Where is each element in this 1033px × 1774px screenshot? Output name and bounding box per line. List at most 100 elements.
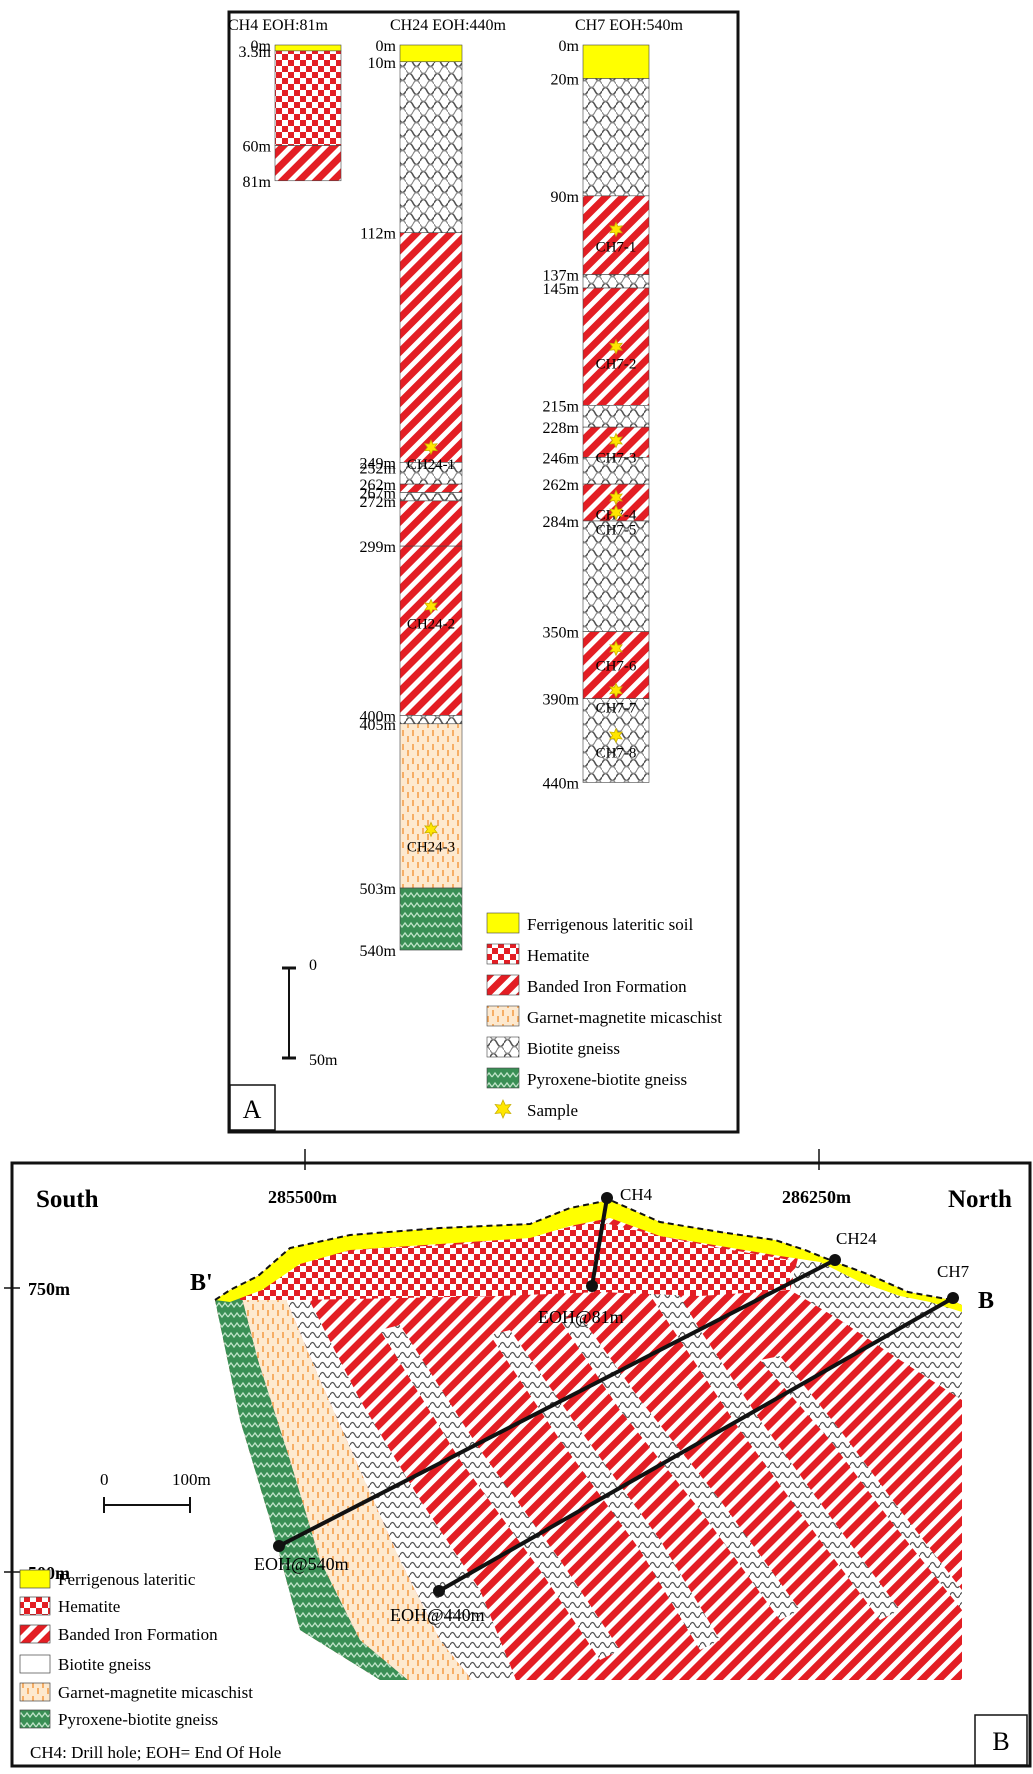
legend-b-label-hematite: Hematite bbox=[58, 1597, 120, 1616]
ch7-depth-label: 0m bbox=[559, 38, 580, 55]
ch7-sample-label: CH7-2 bbox=[596, 357, 637, 373]
ch7-sample-label: CH7-1 bbox=[596, 239, 637, 255]
ch7-depth-label: 215m bbox=[543, 398, 580, 415]
elev-label-1: 750m bbox=[28, 1279, 70, 1299]
ch7-interval-biotite bbox=[582, 456, 650, 485]
legend-b-label-bif: Banded Iron Formation bbox=[58, 1625, 218, 1644]
drill-hole-ch7: CH7 EOH@440m bbox=[390, 1262, 970, 1625]
ch7-depth-label: 284m bbox=[543, 514, 580, 531]
ch24-depth-label: 405m bbox=[360, 717, 397, 734]
ch24-depth-label: 503m bbox=[360, 881, 397, 898]
ch7-label: CH7 bbox=[937, 1262, 970, 1281]
drill-hole-ch24: CH24 EOH@540m bbox=[254, 1229, 877, 1574]
ch7-sample-marker bbox=[609, 432, 623, 449]
ch24-sample-label: CH24-1 bbox=[407, 457, 455, 473]
ch24-depth-label: 299m bbox=[360, 539, 397, 556]
column-ch24: CH24 EOH:440m0m10m112m249m252m262m267m27… bbox=[360, 17, 507, 960]
legend-a-swatch-hematite bbox=[486, 943, 520, 965]
ch7-sample-marker bbox=[609, 640, 623, 657]
easting-label-1: 285500m bbox=[268, 1187, 337, 1207]
ch24-sample-marker bbox=[424, 598, 438, 615]
panel-a-label-box bbox=[229, 1084, 276, 1131]
legend-a-label-lateritic: Ferrigenous lateritic soil bbox=[527, 915, 693, 934]
scale-bar-b: 0 100m bbox=[100, 1470, 211, 1513]
legend-a-label-sample: Sample bbox=[527, 1101, 578, 1120]
ch24-interval-lateritic bbox=[399, 44, 463, 63]
ch24-sample-label: CH24-3 bbox=[407, 839, 455, 855]
legend-b-swatch-bif bbox=[19, 1624, 51, 1644]
ch7-sample-marker bbox=[609, 338, 623, 355]
legend-a: Ferrigenous lateritic soilHematiteBanded… bbox=[486, 912, 722, 1120]
panel-b-label: B bbox=[992, 1727, 1009, 1756]
legend-b-swatch-pyroxene bbox=[19, 1709, 51, 1729]
ch7-sample-marker bbox=[609, 504, 623, 521]
panel-a-label: A bbox=[243, 1095, 262, 1124]
easting-label-2: 286250m bbox=[782, 1187, 851, 1207]
ch24-title: CH24 EOH:440m bbox=[390, 17, 507, 34]
ch7-sample-marker bbox=[609, 682, 623, 699]
ch24-interval-bif bbox=[399, 483, 463, 493]
column-ch7: CH7 EOH:540m0m20m90m137m145m215m228m246m… bbox=[543, 17, 684, 792]
ch24-depth-label: 10m bbox=[368, 55, 397, 72]
ch24-depth-label: 252m bbox=[360, 460, 397, 477]
ch7-depth-label: 350m bbox=[543, 625, 580, 642]
legend-b-swatch-biotite bbox=[19, 1654, 51, 1674]
ch7-depth-label: 90m bbox=[551, 189, 580, 206]
direction-south: South bbox=[36, 1186, 99, 1213]
cross-section bbox=[215, 1200, 962, 1680]
ch7-depth-label: 440m bbox=[543, 775, 580, 792]
legend-a-label-bif: Banded Iron Formation bbox=[527, 977, 687, 996]
ch24-label: CH24 bbox=[836, 1229, 877, 1248]
legend-a-label-micaschist: Garnet-magnetite micaschist bbox=[527, 1008, 722, 1027]
ch7-depth-label: 228m bbox=[543, 420, 580, 437]
scale-bottom-label: 50m bbox=[309, 1052, 338, 1069]
legend-a-label-pyroxene: Pyroxene-biotite gneiss bbox=[527, 1070, 687, 1089]
legend-a-swatch-micaschist bbox=[486, 1005, 520, 1027]
legend-a-label-biotite: Biotite gneiss bbox=[527, 1039, 620, 1058]
ch24-depth-label: 112m bbox=[360, 226, 396, 243]
ch4-eoh-label: EOH@81m bbox=[538, 1307, 624, 1327]
ch24-interval-bif bbox=[399, 500, 463, 547]
ch7-sample-marker bbox=[609, 727, 623, 744]
ch7-sample-label: CH7-7 bbox=[596, 700, 637, 716]
legend-b-note: CH4: Drill hole; EOH= End Of Hole bbox=[30, 1743, 281, 1762]
ch24-sample-marker bbox=[424, 821, 438, 838]
ch24-interval-bif bbox=[399, 545, 463, 716]
ch24-depth-label: 267m bbox=[360, 485, 397, 502]
ch4-interval-hematite bbox=[274, 50, 342, 146]
ch4-interval-lateritic bbox=[274, 44, 342, 52]
ch24-sample-marker bbox=[424, 439, 438, 456]
ch24-interval-micaschist bbox=[399, 723, 463, 889]
ch7-sample-marker bbox=[609, 489, 623, 506]
section-end-left: B' bbox=[190, 1270, 213, 1296]
scale-b-right: 100m bbox=[172, 1470, 211, 1489]
ch24-depth-label: 262m bbox=[360, 477, 397, 494]
ch24-interval-bif bbox=[399, 232, 463, 463]
ch7-interval-biotite bbox=[582, 520, 650, 632]
ch7-depth-label: 137m bbox=[543, 268, 580, 285]
ch7-interval-biotite bbox=[582, 274, 650, 289]
ch24-interval-pyroxene bbox=[399, 887, 463, 951]
ch7-depth-label: 390m bbox=[543, 692, 580, 709]
ch7-interval-lateritic bbox=[582, 44, 650, 79]
ch7-interval-biotite bbox=[582, 78, 650, 197]
scale-b-left: 0 bbox=[100, 1470, 109, 1489]
legend-b-swatch-micaschist bbox=[19, 1682, 51, 1702]
ch7-sample-label: CH7-5 bbox=[596, 523, 637, 539]
ch24-eoh-label: EOH@540m bbox=[254, 1554, 349, 1574]
scale-bar-a: 0 50m bbox=[282, 957, 338, 1069]
ch7-sample-label: CH7-6 bbox=[596, 658, 637, 674]
ch4-depth-label: 3.5m bbox=[239, 44, 272, 61]
ch24-depth-label: 400m bbox=[360, 708, 397, 725]
legend-b-label-pyroxene: Pyroxene-biotite gneiss bbox=[58, 1710, 218, 1729]
ch7-sample-label: CH7-8 bbox=[596, 746, 637, 762]
topography-line bbox=[214, 1198, 953, 1301]
direction-north: North bbox=[948, 1186, 1012, 1213]
legend-b-label-biotite: Biotite gneiss bbox=[58, 1655, 151, 1674]
legend-b-swatch-lateritic bbox=[19, 1569, 51, 1589]
